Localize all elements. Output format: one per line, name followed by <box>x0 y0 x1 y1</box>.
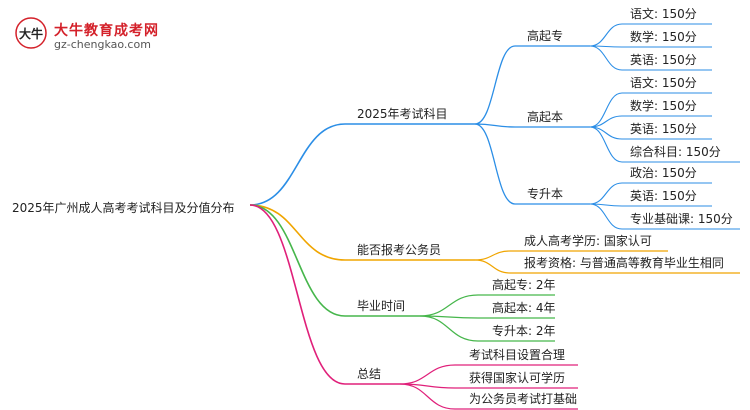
leaf-label: 成人高考学历: 国家认可 <box>524 233 652 248</box>
leaf-label: 语文: 150分 <box>630 6 697 21</box>
connector-curve <box>589 182 623 205</box>
leaf-label: 综合科目: 150分 <box>630 144 721 159</box>
connector-curve <box>249 204 346 261</box>
connector-curve <box>249 204 346 317</box>
leaf-label: 英语: 150分 <box>630 122 697 136</box>
leaf-label: 政治: 150分 <box>630 166 697 180</box>
branch-label: 总结 <box>357 367 381 381</box>
connector-curve <box>474 250 511 261</box>
connector-curve <box>399 383 456 410</box>
leaf-label: 高起专: 2年 <box>492 277 556 292</box>
branch-label: 毕业时间 <box>357 299 405 313</box>
root-node-label: 2025年广州成人高考考试科目及分值分布 <box>12 200 235 215</box>
connector-curve <box>589 126 623 163</box>
mind-map-links <box>249 23 740 410</box>
logo-name: 大牛教育成考网 <box>54 23 159 39</box>
connector-curve <box>589 45 623 71</box>
leaf-label: 获得国家认可学历 <box>469 370 565 385</box>
site-logo: 大牛 大牛教育成考网 gz-chengkao.com <box>14 16 214 56</box>
leaf-label: 为公务员考试打基础 <box>469 391 577 406</box>
connector-curve <box>419 294 479 317</box>
logo-mark-text: 大牛 <box>19 26 43 41</box>
leaf-label: 专业基础课: 150分 <box>630 211 733 226</box>
leaf-label: 高起本: 4年 <box>492 300 556 315</box>
connector-curve <box>589 92 623 128</box>
connector-curve <box>474 123 516 205</box>
connector-curve <box>474 259 511 274</box>
connector-curve <box>589 23 623 47</box>
connector-curve <box>474 45 516 125</box>
leaf-label: 数学: 150分 <box>630 98 697 113</box>
leaf-label: 英语: 150分 <box>630 189 697 203</box>
leaf-label: 报考资格: 与普通高等教育毕业生相同 <box>524 255 724 270</box>
leaf-label: 语文: 150分 <box>630 75 697 90</box>
connector-curve <box>589 203 623 230</box>
leaf-label: 考试科目设置合理 <box>469 347 565 362</box>
subbranch-label: 专升本 <box>527 186 563 201</box>
branch-label: 能否报考公务员 <box>357 242 441 257</box>
leaf-label: 专升本: 2年 <box>492 323 556 338</box>
connector-curve <box>419 315 479 342</box>
connector-curve <box>399 364 456 385</box>
connector-curve <box>474 123 516 128</box>
connector-curve <box>249 204 346 385</box>
branch-label: 2025年考试科目 <box>357 106 448 121</box>
subbranch-label: 高起本 <box>527 109 563 124</box>
logo-mark-icon: 大牛 <box>15 17 47 49</box>
logo-url: gz-chengkao.com <box>54 38 151 51</box>
leaf-label: 数学: 150分 <box>630 29 697 44</box>
leaf-label: 英语: 150分 <box>630 53 697 67</box>
subbranch-label: 高起专 <box>527 28 563 43</box>
connector-curve <box>249 123 346 206</box>
